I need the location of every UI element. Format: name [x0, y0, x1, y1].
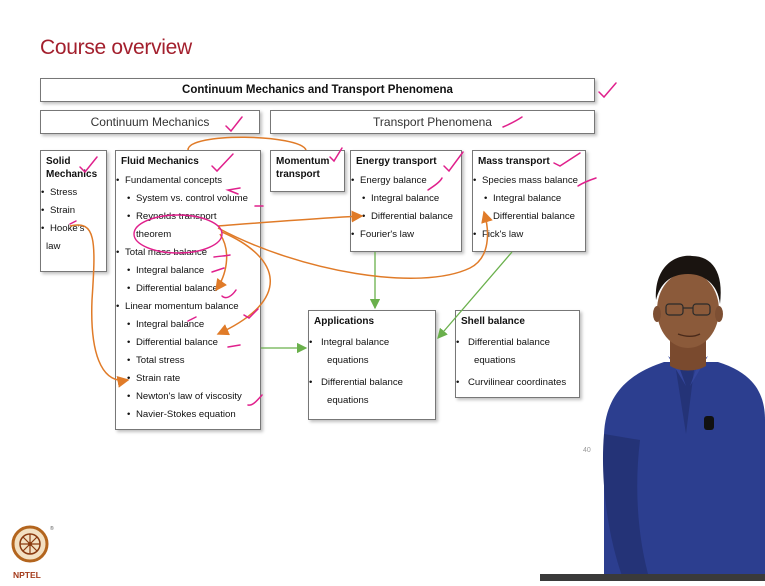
slide-title: Course overview [40, 36, 192, 59]
svg-text:NPTEL: NPTEL [13, 570, 41, 580]
energy-check [443, 151, 464, 173]
solid-item-law: law [46, 241, 61, 252]
presenter-video [590, 220, 765, 581]
momentum-check [329, 147, 343, 163]
pink-check-marks [69, 82, 617, 406]
solid-title-line1: Solid [46, 156, 71, 167]
species-check [577, 177, 597, 187]
mass-item-ficks-law: Fick's law [473, 226, 585, 244]
solid-item-strain: Strain [41, 202, 106, 220]
shell-item-differential: Differential balance [456, 334, 579, 352]
fluid-mechanics-title: Fluid Mechanics [121, 156, 199, 167]
solid-item-hookes: Hooke's [41, 220, 106, 238]
energy-balance-check [427, 177, 443, 191]
mass-transport-title: Mass transport [478, 156, 550, 167]
reynolds-highlight-circle [133, 214, 223, 254]
reynolds-to-momentum-integral-arrow [216, 231, 271, 336]
shell-balance-box: Shell balance Differential balance equat… [455, 310, 580, 398]
nptel-logo: ® NPTEL [10, 518, 54, 581]
fluid-item-navier-stokes: Navier-Stokes equation [116, 406, 260, 424]
fundamental-arrow-mark [225, 187, 241, 195]
shell-balance-title: Shell balance [461, 316, 525, 327]
green-connectors [261, 251, 513, 354]
solid-check [79, 156, 98, 174]
banner-continuum-transport: Continuum Mechanics and Transport Phenom… [40, 78, 595, 102]
energy-transport-title: Energy transport [356, 156, 437, 167]
nptel-emblem-icon: ® NPTEL [11, 525, 54, 580]
mass-item-integral: Integral balance [473, 190, 585, 208]
fluid-item-reynolds-transport: Reynolds transport [116, 208, 260, 226]
fluid-item-momentum-differential: Differential balance [116, 334, 260, 352]
continuum-mechanics-box: Continuum Mechanics [40, 110, 260, 134]
mass-to-applications-arrow [437, 251, 513, 339]
transport-check [502, 116, 523, 128]
momentum-title-line1: Momentum [276, 156, 330, 167]
mass-transport-box: Mass transport Species mass balance Inte… [472, 150, 586, 252]
transport-phenomena-box: Transport Phenomena [270, 110, 595, 134]
applications-title: Applications [314, 316, 375, 327]
energy-item-fouriers-law: Fourier's law [351, 226, 461, 244]
fluid-item-linear-momentum-balance: Linear momentum balance [116, 298, 260, 316]
shell-item-equations: equations [474, 355, 516, 366]
solid-mechanics-list: Stress Strain Hooke's law [41, 184, 106, 256]
energy-item-differential: Differential balance [351, 208, 461, 226]
energy-transport-list: Energy balance Integral balance Differen… [351, 172, 461, 244]
fluid-check [211, 153, 234, 173]
solid-title-line2: Mechanics [46, 169, 98, 180]
solid-strain-check [69, 220, 77, 225]
fluid-momentum-loop [187, 136, 307, 151]
svg-text:®: ® [50, 525, 54, 532]
fluid-item-fundamental-concepts: Fundamental concepts [116, 172, 260, 190]
mass-differential-check [221, 289, 237, 299]
mass-item-species-mass-balance: Species mass balance [473, 172, 585, 190]
orange-arrows [69, 136, 493, 388]
newton-check [247, 394, 263, 406]
solid-mechanics-title: Solid Mechanics [41, 151, 106, 181]
reynolds-to-mass-balance-arrow [215, 233, 228, 292]
energy-item-energy-balance: Energy balance [351, 172, 461, 190]
momentum-differential-dash [227, 344, 241, 348]
solid-mechanics-box: Solid Mechanics Stress Strain Hooke's la… [40, 150, 107, 272]
reynolds-to-mass-arrow [217, 210, 493, 280]
shell-balance-list: Differential balance equations Curviline… [456, 334, 579, 392]
applications-list: Integral balance equations Differential … [309, 334, 435, 410]
fluid-item-mass-integral: Integral balance [116, 262, 260, 280]
applications-item-differential-equations: equations [327, 395, 369, 406]
applications-item-differential: Differential balance [309, 374, 435, 392]
strain-to-strain-rate-arrow [69, 224, 130, 388]
banner-check [598, 82, 617, 99]
fluid-item-theorem: theorem [136, 229, 172, 240]
energy-item-integral: Integral balance [351, 190, 461, 208]
fluid-item-total-stress: Total stress [116, 352, 260, 370]
mass-integral-dash [211, 267, 225, 273]
momentum-transport-title: Momentum transport [271, 151, 344, 181]
fluid-item-momentum-integral: Integral balance [116, 316, 260, 334]
linear-momentum-check [243, 308, 259, 319]
shell-item-curvilinear: Curvilinear coordinates [456, 374, 579, 392]
fluid-item-system-control-volume: System vs. control volume [116, 190, 260, 208]
continuum-check [225, 116, 243, 133]
applications-box: Applications Integral balance equations … [308, 310, 436, 420]
applications-item-integral-equations: equations [327, 355, 369, 366]
momentum-transport-box: Momentum transport [270, 150, 345, 192]
fluid-item-newtons-law: Newton's law of viscosity [116, 388, 260, 406]
presenter-figure [602, 255, 765, 581]
reynolds-to-energy-arrow [217, 210, 364, 227]
solid-item-stress: Stress [41, 184, 106, 202]
total-mass-dash [213, 254, 231, 258]
momentum-title-line2: transport [276, 169, 320, 180]
mass-check [553, 152, 581, 167]
video-bottom-bar [540, 574, 765, 581]
fluid-item-mass-differential: Differential balance [116, 280, 260, 298]
slide-number: 40 [583, 447, 591, 454]
energy-transport-box: Energy transport Energy balance Integral… [350, 150, 462, 252]
momentum-integral-mark [187, 316, 197, 322]
applications-item-integral: Integral balance [309, 334, 435, 352]
